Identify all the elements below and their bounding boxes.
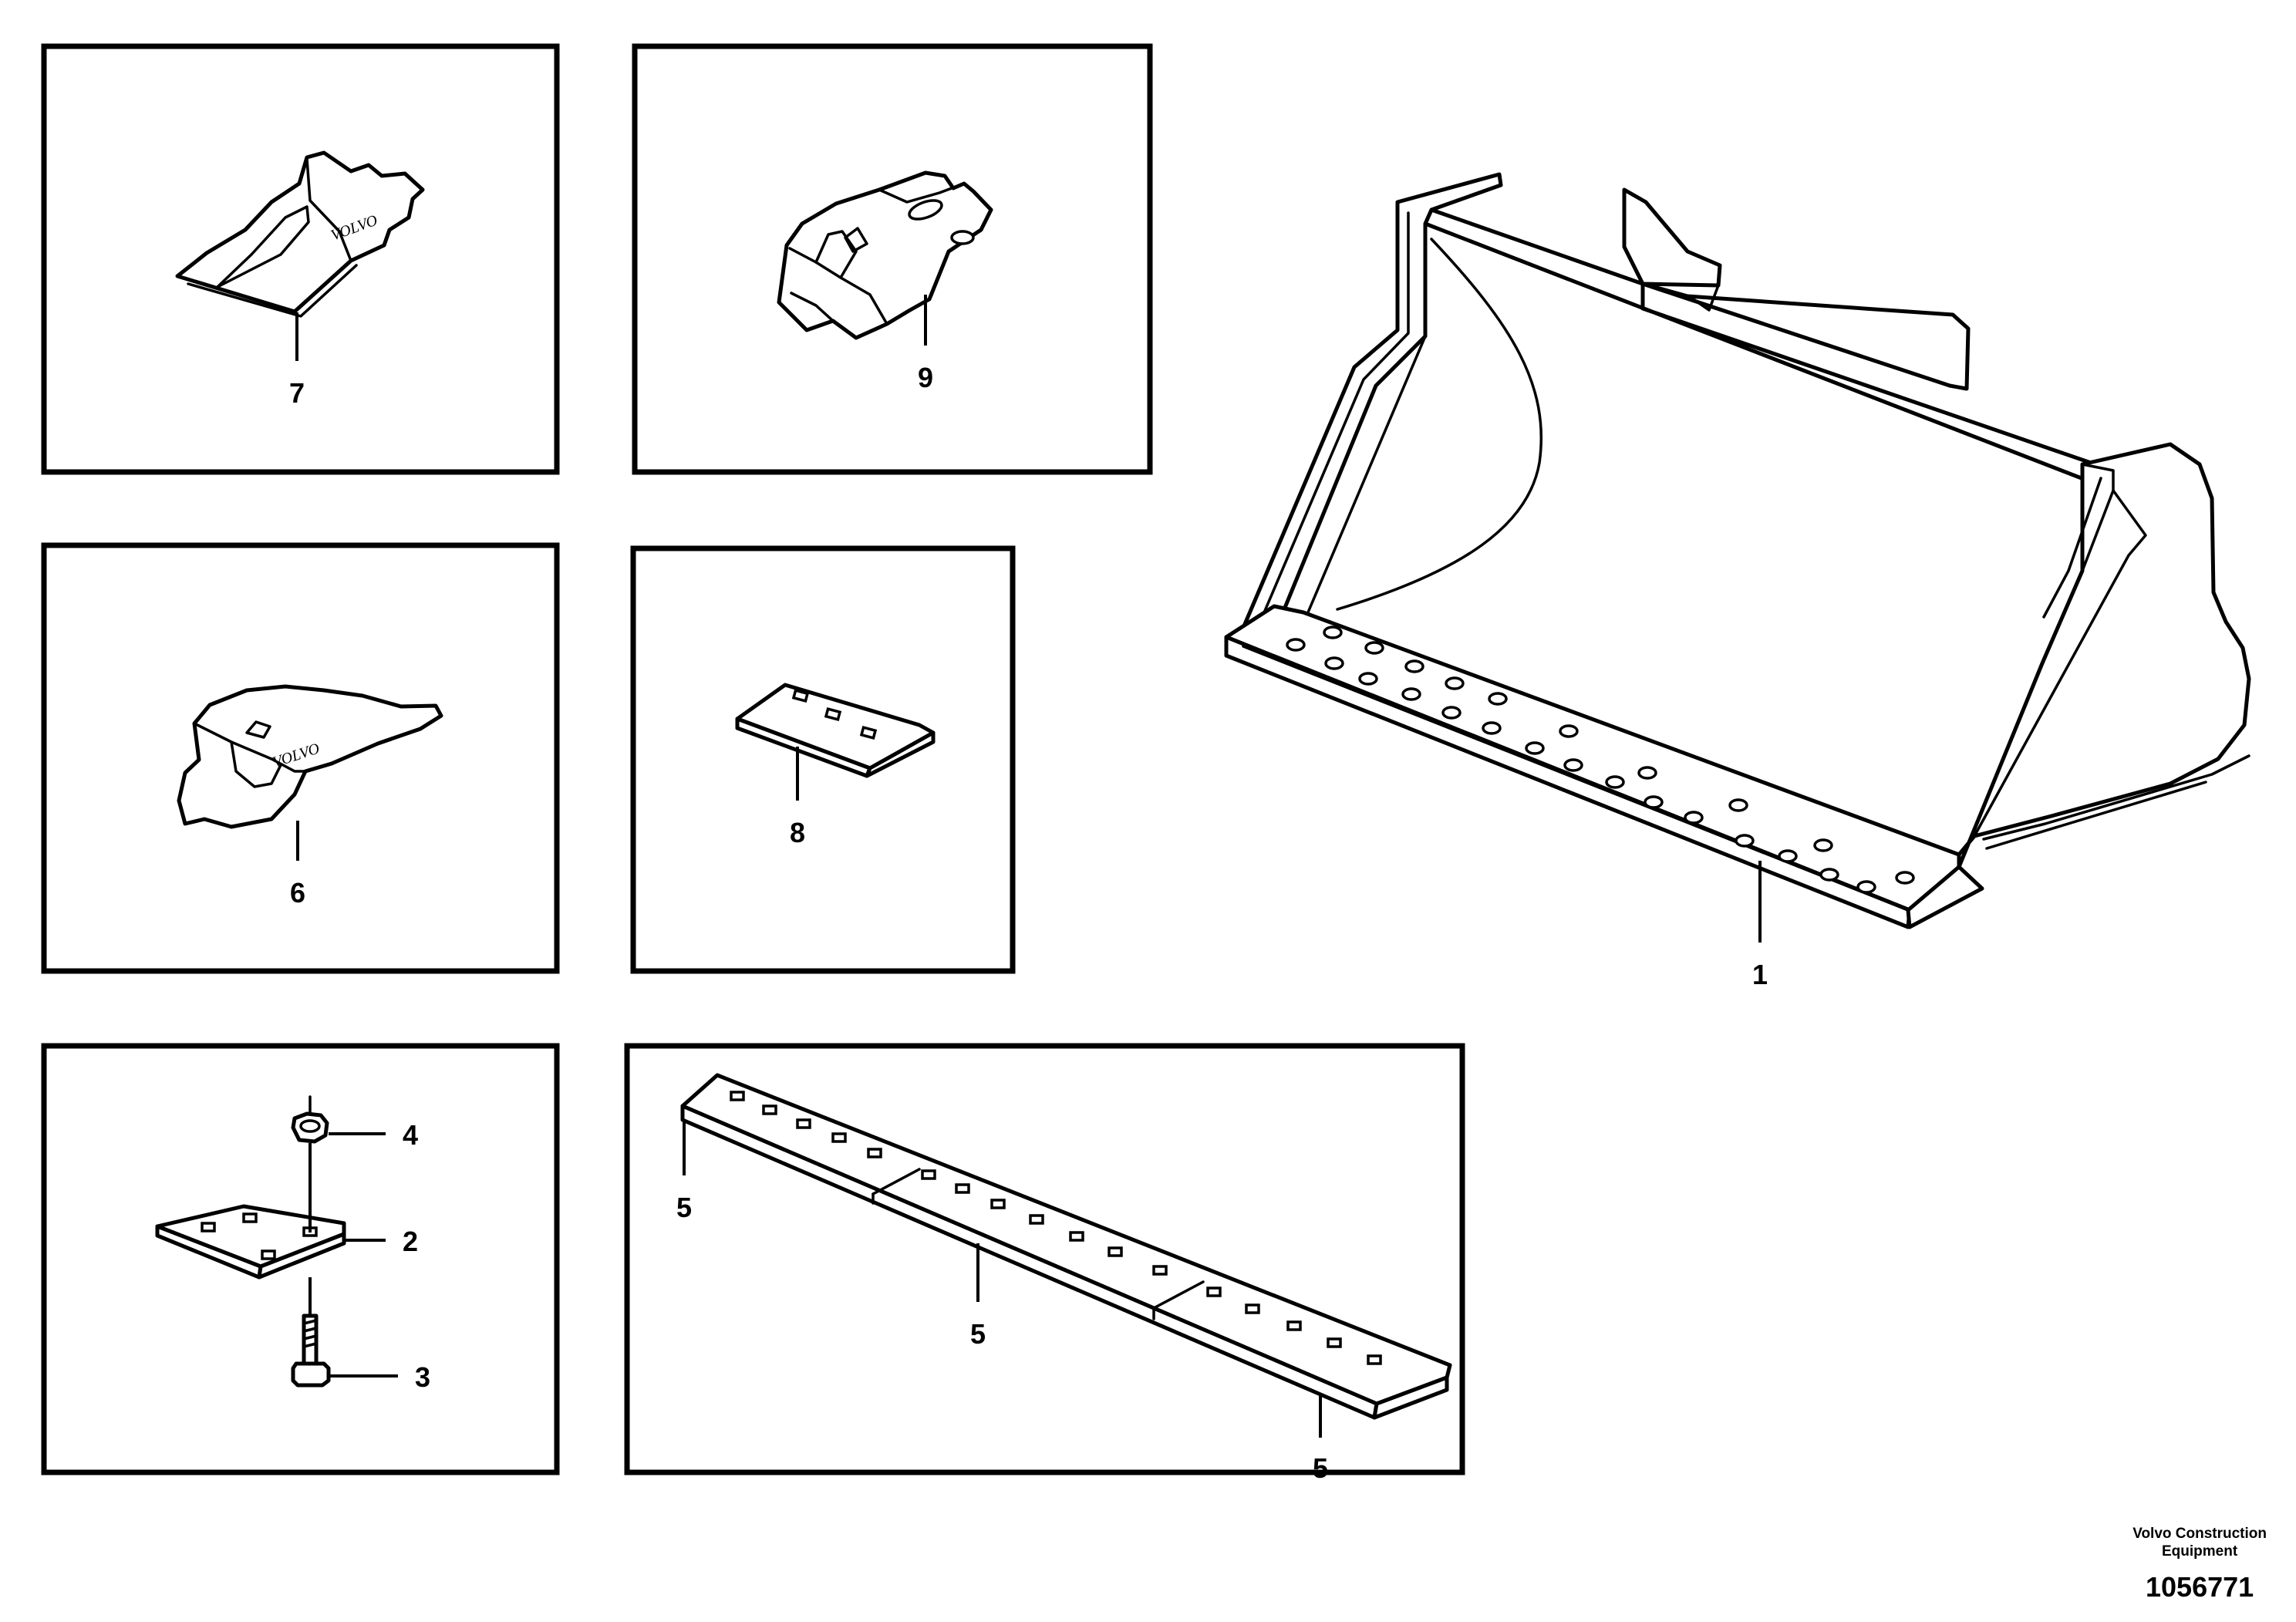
callout-9: 9 xyxy=(918,362,933,393)
callout-4: 4 xyxy=(403,1119,418,1151)
segment-part xyxy=(735,683,936,778)
callout-8: 8 xyxy=(790,817,805,848)
company-name-line2: Equipment xyxy=(2162,1543,2238,1560)
panel-tooth: VOLVO 7 xyxy=(41,43,560,475)
segment-strip-part xyxy=(680,1073,1452,1420)
callout-7: 7 xyxy=(289,377,305,409)
bolt-part xyxy=(291,1313,331,1388)
nut-part xyxy=(291,1095,329,1144)
panel-segment-strip: 5 5 5 xyxy=(624,1043,1465,1484)
adapter-part xyxy=(777,170,993,340)
callout-6: 6 xyxy=(290,877,305,909)
callout-3: 3 xyxy=(415,1361,430,1393)
bucket-bolt-holes xyxy=(1286,626,1915,894)
tooth-adapter-part: VOLVO xyxy=(177,684,443,829)
bucket-part xyxy=(1224,172,2251,929)
panel-fasteners: 4 2 3 xyxy=(41,1043,560,1475)
drawing-number: 1056771 xyxy=(2146,1571,2254,1603)
tooth-part: VOLVO xyxy=(175,150,425,318)
callout-5-right: 5 xyxy=(1313,1452,1328,1484)
callout-5-left: 5 xyxy=(676,1192,692,1223)
wear-plate-part xyxy=(155,1204,346,1280)
company-name-line1: Volvo Construction xyxy=(2132,1526,2267,1542)
panel-segment: 8 xyxy=(630,545,1016,974)
callout-1: 1 xyxy=(1752,959,1768,990)
panel-adapter: 9 xyxy=(632,43,1153,475)
callout-2: 2 xyxy=(403,1226,418,1257)
drawing-footer: Volvo Construction Equipment 1056771 xyxy=(2132,1525,2267,1603)
callout-5-middle: 5 xyxy=(970,1318,986,1350)
segment-bolt-holes xyxy=(730,1091,1382,1365)
panel-tooth-adapter: VOLVO 6 xyxy=(41,542,560,974)
